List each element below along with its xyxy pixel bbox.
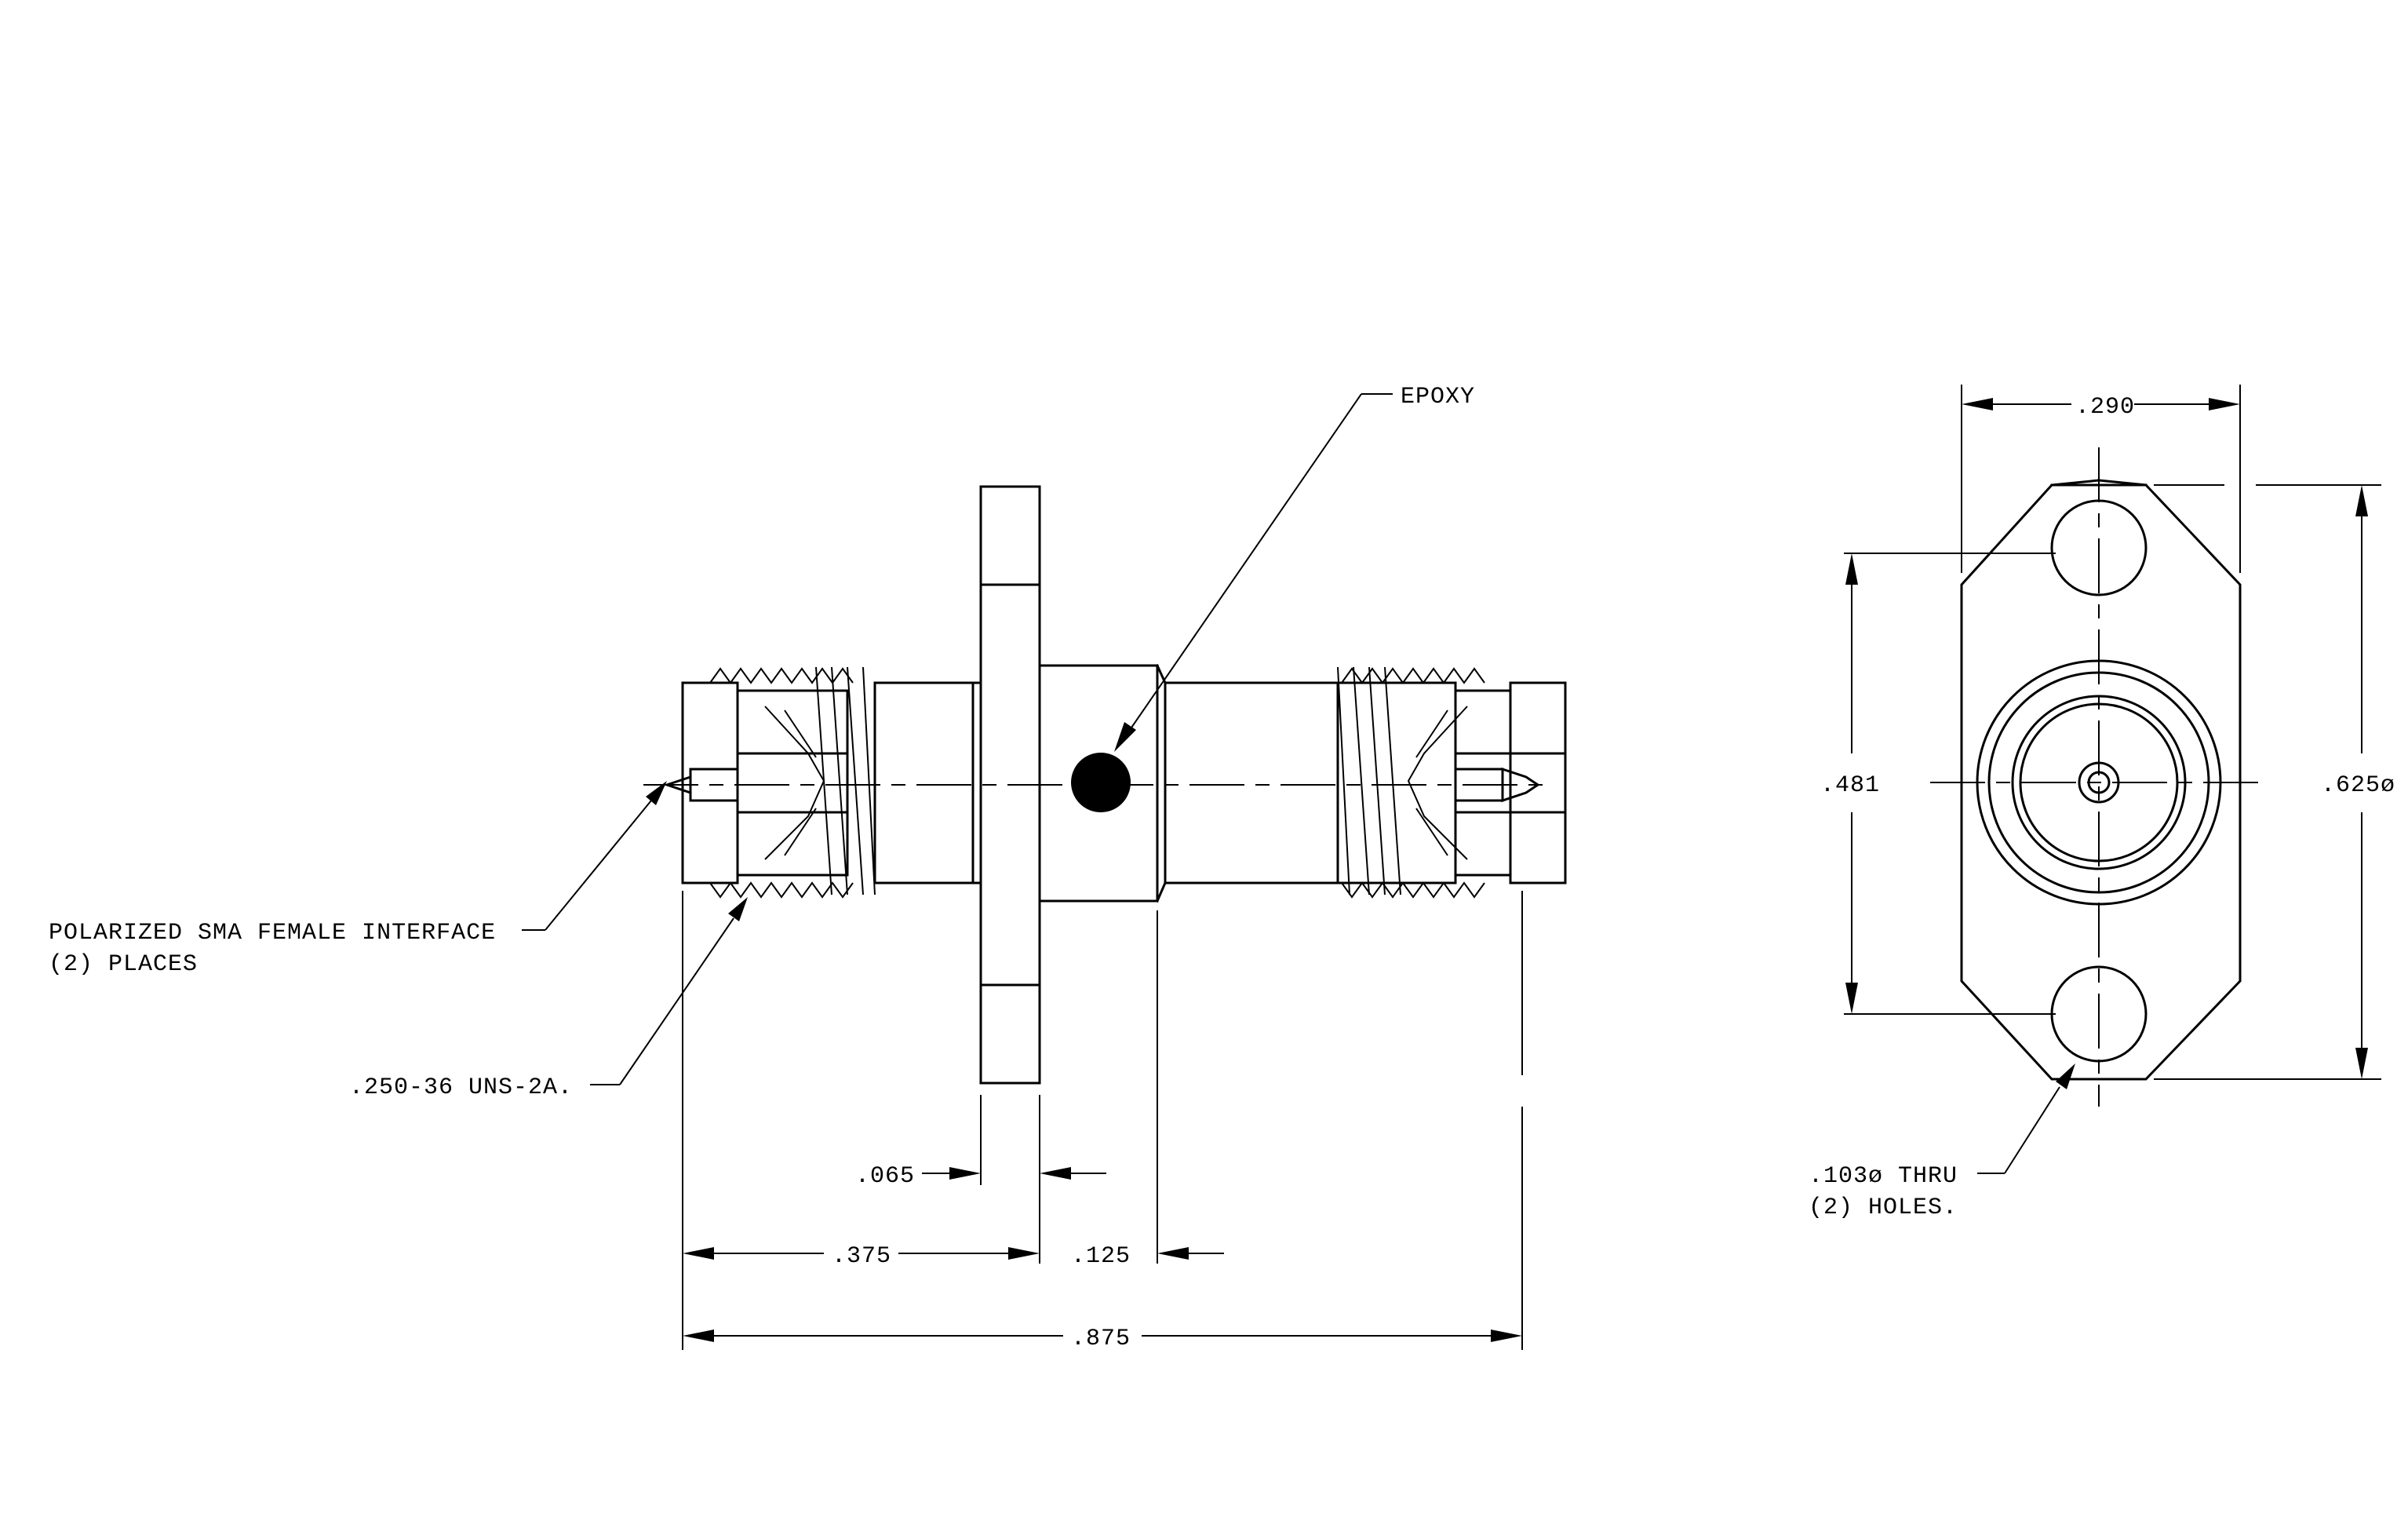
dimension-125: .125	[1071, 1243, 1224, 1270]
right-body	[1164, 681, 1339, 885]
epoxy-dot	[1071, 753, 1131, 812]
dim-flange-width: .290	[2075, 394, 2135, 421]
holes-callout: .103ø THRU (2) HOLES.	[1809, 1063, 2075, 1221]
dim-overall-length: .875	[1071, 1326, 1131, 1352]
dimension-481: .481	[1820, 553, 1880, 1014]
left-body	[873, 681, 982, 885]
right-coupling-nut	[1336, 666, 1567, 899]
interface-label-line2: (2) PLACES	[49, 951, 198, 978]
dim-flange-thickness: .065	[855, 1163, 915, 1190]
dim-body-step: .125	[1071, 1243, 1131, 1270]
dimension-625: .625ø	[2321, 485, 2395, 1079]
holes-label-line1: .103ø THRU	[1809, 1163, 1958, 1190]
thread-label: .250-36 UNS-2A.	[349, 1074, 573, 1101]
interface-callout: POLARIZED SMA FEMALE INTERFACE (2) PLACE…	[49, 781, 667, 978]
dimension-375: .375	[683, 1243, 1040, 1270]
dimension-065: .065	[855, 1163, 1106, 1190]
end-view: .290 .481 .625ø .103ø THRU (2) HOLES.	[1809, 385, 2395, 1221]
dim-flange-diameter: .625ø	[2321, 772, 2395, 799]
epoxy-label: EPOXY	[1401, 384, 1475, 410]
center-body	[1038, 664, 1167, 903]
dimension-290: .290	[1962, 394, 2240, 421]
side-view: .065 .375 .125 .875 E	[49, 384, 1567, 1352]
thread-callout: .250-36 UNS-2A.	[349, 897, 748, 1101]
dim-hole-spacing: .481	[1820, 772, 1880, 799]
interface-label-line1: POLARIZED SMA FEMALE INTERFACE	[49, 920, 496, 947]
epoxy-callout: EPOXY	[1114, 384, 1475, 752]
left-coupling-nut	[663, 666, 974, 899]
dim-to-flange: .375	[832, 1243, 891, 1270]
dimension-875: .875	[683, 1326, 1522, 1352]
holes-label-line2: (2) HOLES.	[1809, 1195, 1958, 1221]
extension-lines	[682, 891, 1523, 1350]
flange-outline	[1960, 483, 2242, 1081]
